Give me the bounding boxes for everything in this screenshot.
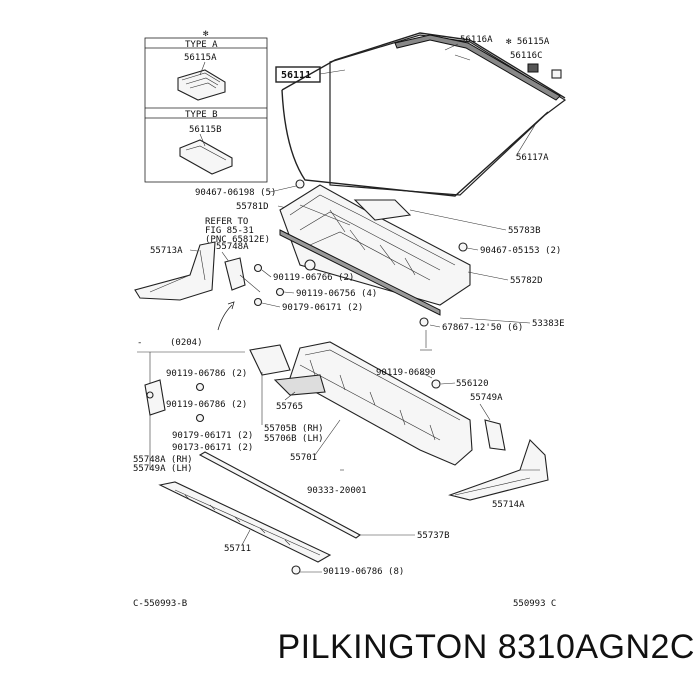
label-bracket-left: 55713A	[150, 246, 183, 256]
type-b-header: TYPE B	[185, 110, 218, 120]
dash-mark: -	[137, 338, 142, 348]
code-left: C-550993-B	[133, 599, 187, 609]
type-a-clip-drawing	[177, 61, 226, 101]
ref-arrow	[217, 304, 233, 331]
label-55782d: 55782D	[510, 276, 543, 286]
label-grille-left: 55781D	[236, 202, 269, 212]
label-molding-top: 56116A	[460, 35, 493, 45]
part-55749a-drawing	[484, 419, 506, 451]
label-p-55701: 55701	[290, 453, 317, 463]
label-b-90119-a: 90119-06786 (2)	[166, 369, 247, 379]
label-clip-c: 56116C	[510, 51, 543, 61]
label-ref-1: REFER TO	[205, 217, 248, 227]
label-bolt-90179: 90179-06171 (2)	[282, 303, 363, 313]
label-clip-r: 90467-05153 (2)	[480, 246, 561, 256]
label-p-90119-06786: 90119-06786 (8)	[323, 567, 404, 577]
label-p-556120: 556120	[456, 379, 489, 389]
type-a-header: TYPE A	[185, 40, 218, 50]
bracket-left-drawing	[134, 241, 216, 301]
lower-panel-55711	[158, 481, 332, 563]
label-grille-right: 55783B	[508, 226, 541, 236]
label-bolt-90119-1: 90119-06766 (2)	[273, 273, 354, 283]
cowl-grille	[279, 184, 471, 316]
code-right: 550993 C	[513, 599, 556, 609]
label-ref-3: (PNC 65812E)	[205, 235, 270, 245]
label-p-55765: 55765	[276, 402, 303, 412]
label-molding-side: 56117A	[516, 153, 549, 163]
clip-c-drawing	[527, 63, 539, 73]
type-b-clip-drawing	[179, 133, 233, 175]
label-p-55711: 55711	[224, 544, 251, 554]
label-bolt-top: 90467-06198 (5)	[195, 188, 276, 198]
label-date-ref: (0204)	[170, 338, 203, 348]
type-inset: ✻ TYPE A 56115A TYPE B 56115B	[144, 29, 268, 183]
label-53383e: 53383E	[532, 319, 565, 329]
label-p-90333: 90333-20001	[307, 486, 367, 496]
label-p-55705b: 55705B (RH)	[264, 424, 324, 434]
label-55748a: 55748A	[216, 242, 249, 252]
label-clip-a: ✻ 56115A	[506, 37, 550, 47]
part-55748a-rh-drawing	[144, 379, 166, 416]
label-windshield: 56111	[281, 70, 311, 81]
clip-a-drawing	[551, 69, 562, 79]
part-55748a-drawing	[224, 257, 246, 291]
label-p-55749a-lh: 55749A (LH)	[133, 464, 193, 474]
windshield-glass: 56111	[275, 32, 567, 197]
type-a-part: 56115A	[184, 53, 217, 63]
label-67867: 67867-12'50 (6)	[442, 323, 523, 333]
clip-r-drawing	[458, 242, 468, 252]
asterisk-mark: ✻	[203, 29, 209, 39]
label-b-90119-b: 90119-06786 (2)	[166, 400, 247, 410]
label-p-90119-06890: 90119-06890	[376, 368, 436, 378]
label-p-55737b: 55737B	[417, 531, 450, 541]
label-bolt-90119-2: 90119-06756 (4)	[296, 289, 377, 299]
label-b-90173: 90173-06171 (2)	[172, 443, 253, 453]
label-p-55749a: 55749A	[470, 393, 503, 403]
cowl-panel	[249, 341, 473, 466]
label-p-55714a: 55714A	[492, 500, 525, 510]
label-ref-2: FIG 85-31	[205, 226, 254, 236]
part-number-banner: PILKINGTON 8310AGN2C	[277, 628, 695, 666]
type-b-part: 56115B	[189, 125, 222, 135]
label-p-55706b: 55706B (LH)	[264, 434, 324, 444]
label-b-90179-a: 90179-06171 (2)	[172, 431, 253, 441]
label-p-55748a-rh: 55748A (RH)	[133, 455, 193, 465]
bolt-top-drawing	[295, 179, 305, 189]
